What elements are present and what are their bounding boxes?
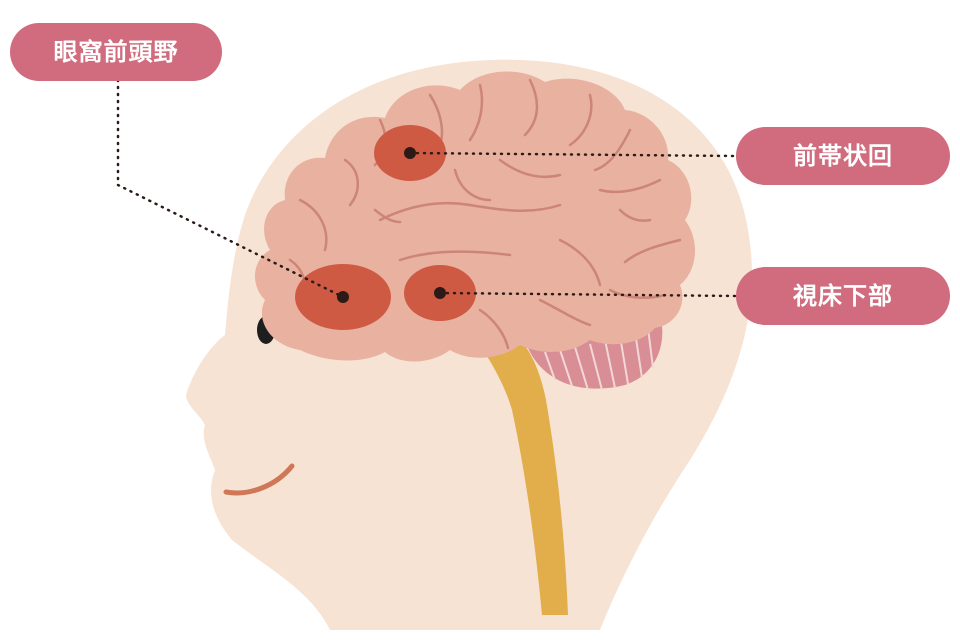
leader-line-hypothalamus xyxy=(438,291,738,298)
label-hypothalamus: 視床下部 xyxy=(736,267,950,325)
leader-line-anterior-cingulate xyxy=(408,151,738,158)
dot-orbitofrontal xyxy=(337,291,349,303)
leader-lines xyxy=(116,78,738,299)
label-anterior-cingulate: 前帯状回 xyxy=(736,127,950,185)
spinal-cord xyxy=(478,340,568,615)
label-orbitofrontal: 眼窩前頭野 xyxy=(10,23,222,81)
dot-anterior-cingulate xyxy=(404,147,416,159)
mouth xyxy=(223,463,295,496)
leader-line-orbitofrontal xyxy=(116,78,345,299)
dot-hypothalamus xyxy=(434,287,446,299)
